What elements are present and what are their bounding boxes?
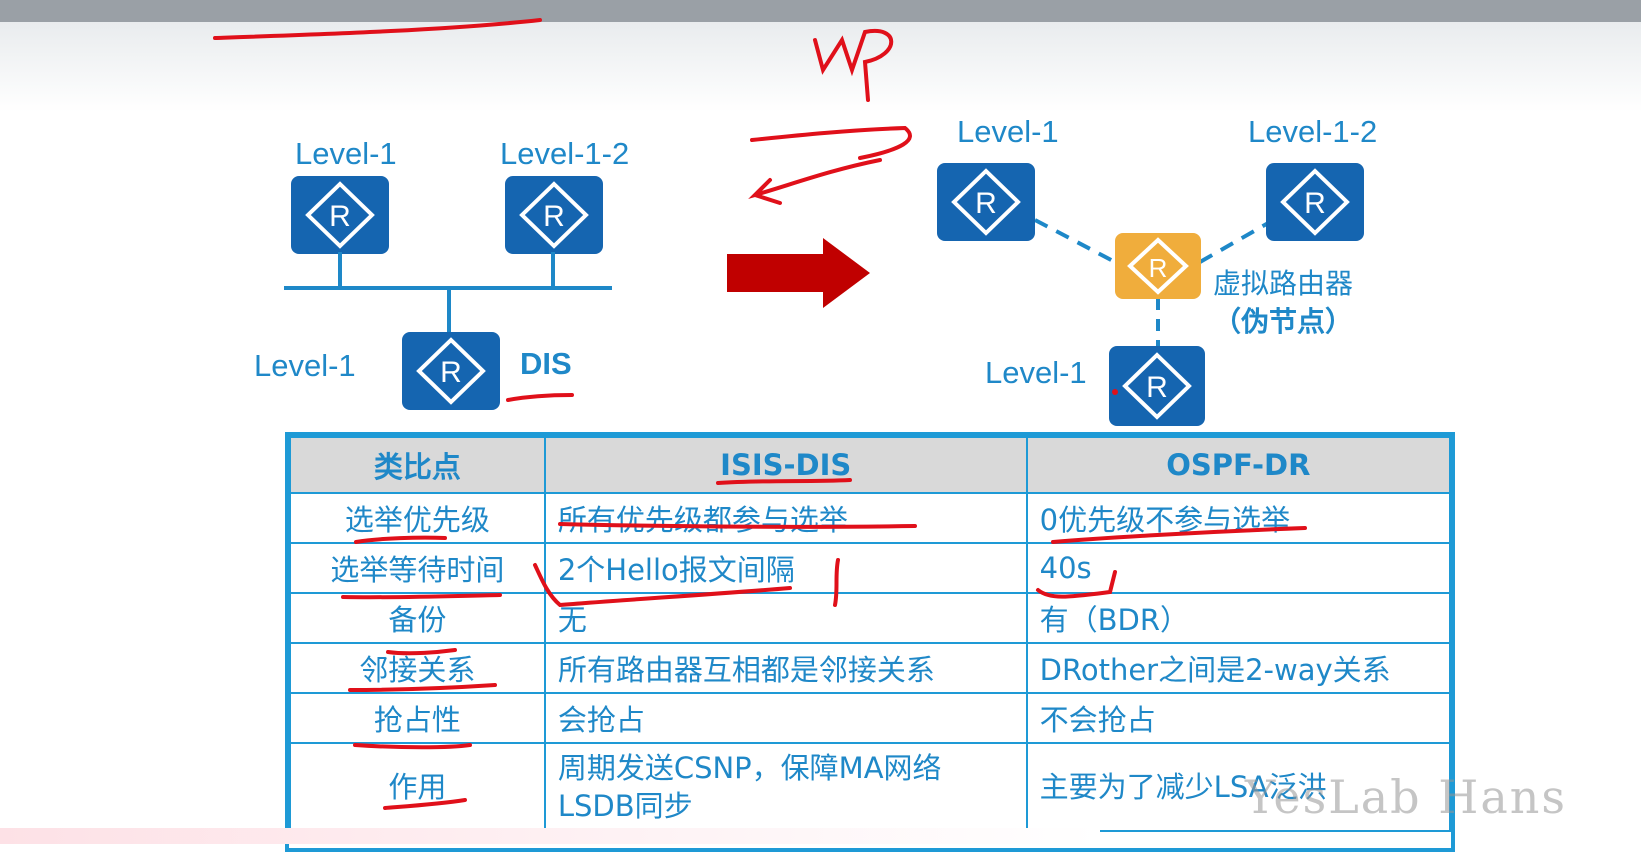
router-icon: R xyxy=(305,181,375,249)
router-glyph: R xyxy=(1149,253,1168,283)
router-left-2: R xyxy=(505,176,603,254)
isis-cell-line1: 周期发送CSNP，保障MA网络 xyxy=(557,751,942,785)
bus-drop-2 xyxy=(551,252,555,288)
router-glyph: R xyxy=(1304,187,1326,220)
table-row: 作用 周期发送CSNP，保障MA网络 LSDB同步 主要为了减少LSA泛洪 xyxy=(289,742,1451,832)
row-label: 选举优先级 xyxy=(289,492,546,544)
router-icon: R xyxy=(1127,237,1189,295)
isis-cell: 所有优先级都参与选举 xyxy=(543,492,1028,544)
isis-cell: 周期发送CSNP，保障MA网络 LSDB同步 xyxy=(543,742,1028,832)
router-right-2: R xyxy=(1266,163,1364,241)
table-header-row: 类比点 ISIS-DIS OSPF-DR xyxy=(289,436,1451,494)
isis-cell: 会抢占 xyxy=(543,692,1028,744)
dis-label: DIS xyxy=(520,346,572,381)
ospf-cell: 40s xyxy=(1025,542,1451,594)
isis-cell: 所有路由器互相都是邻接关系 xyxy=(543,642,1028,694)
header-analogy: 类比点 xyxy=(289,436,546,494)
isis-cell: 无 xyxy=(543,592,1028,644)
header-isis-dis: ISIS-DIS xyxy=(543,436,1028,494)
row-label: 邻接关系 xyxy=(289,642,546,694)
router-glyph: R xyxy=(543,200,565,233)
pseudonode-label: （伪节点） xyxy=(1213,305,1354,338)
ospf-cell: 主要为了减少LSA泛洪 xyxy=(1025,742,1451,832)
router-icon: R xyxy=(519,181,589,249)
ospf-cell: 不会抢占 xyxy=(1025,692,1451,744)
bus-drop-1 xyxy=(338,252,342,288)
right-label-level1-bottom: Level-1 xyxy=(985,355,1087,390)
ospf-cell: 0优先级不参与选举 xyxy=(1025,492,1451,544)
router-right-1: R xyxy=(937,163,1035,241)
watermark: YesLab Hans xyxy=(1245,770,1568,824)
table-row: 备份 无 有（BDR） xyxy=(289,592,1451,644)
row-label: 选举等待时间 xyxy=(289,542,546,594)
router-right-bottom: R xyxy=(1109,346,1205,426)
bottom-edge-fade xyxy=(0,828,1100,844)
table-row: 抢占性 会抢占 不会抢占 xyxy=(289,692,1451,744)
virtual-router: R xyxy=(1115,233,1201,299)
ospf-cell: DRother之间是2-way关系 xyxy=(1025,642,1451,694)
row-label: 作用 xyxy=(289,742,546,832)
router-glyph: R xyxy=(440,356,462,389)
left-label-level1-top: Level-1 xyxy=(295,136,397,171)
ospf-cell: 有（BDR） xyxy=(1025,592,1451,644)
bus-drop-3 xyxy=(447,288,451,334)
header-ospf-dr: OSPF-DR xyxy=(1025,436,1451,494)
router-glyph: R xyxy=(975,187,997,220)
left-label-level1-bottom: Level-1 xyxy=(254,348,356,383)
top-bar xyxy=(0,0,1641,22)
table-row: 选举优先级 所有优先级都参与选举 0优先级不参与选举 xyxy=(289,492,1451,544)
router-icon: R xyxy=(1122,352,1192,420)
table-row: 邻接关系 所有路由器互相都是邻接关系 DRother之间是2-way关系 xyxy=(289,642,1451,694)
row-label: 抢占性 xyxy=(289,692,546,744)
router-left-1: R xyxy=(291,176,389,254)
isis-cell: 2个Hello报文间隔 xyxy=(543,542,1028,594)
transform-arrow-icon xyxy=(727,238,870,308)
row-label: 备份 xyxy=(289,592,546,644)
isis-cell-line2: LSDB同步 xyxy=(557,789,693,823)
router-icon: R xyxy=(1280,168,1350,236)
router-icon: R xyxy=(951,168,1021,236)
table-row: 选举等待时间 2个Hello报文间隔 40s xyxy=(289,542,1451,594)
router-glyph: R xyxy=(1146,371,1168,404)
left-label-level12-top: Level-1-2 xyxy=(500,136,630,171)
virtual-router-label: 虚拟路由器 xyxy=(1213,267,1354,300)
right-label-level12-top: Level-1-2 xyxy=(1248,114,1378,149)
router-left-dis: R xyxy=(402,332,500,410)
router-glyph: R xyxy=(329,200,351,233)
comparison-table: 类比点 ISIS-DIS OSPF-DR 选举优先级 所有优先级都参与选举 0优… xyxy=(285,432,1455,852)
router-icon: R xyxy=(416,337,486,405)
right-label-level1-top: Level-1 xyxy=(957,114,1059,149)
